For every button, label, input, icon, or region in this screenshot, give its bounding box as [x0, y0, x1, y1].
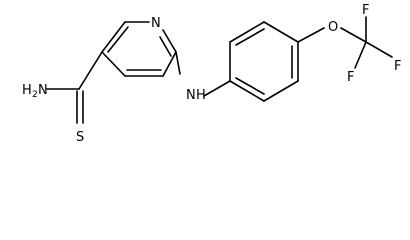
structure-canvas: N N H H N 2 S O F F F [22, 3, 401, 145]
amide-subscript-label: 2 [32, 90, 38, 100]
thione-sulfur-label: S [76, 130, 84, 145]
amide-nitrogen-label: N [38, 83, 48, 98]
molecule-diagram: N N H H N 2 S O F F F [22, 3, 401, 145]
amine-linkage [175, 51, 231, 97]
amine-nitrogen-label: N [186, 88, 196, 103]
fluorine-top-label: F [362, 3, 369, 18]
amine-hydrogen-label: H [196, 88, 206, 103]
thioamide-group [46, 51, 103, 124]
fluorine-bottom-label: F [347, 70, 354, 85]
pyridine-nitrogen-label: N [151, 16, 161, 31]
phenyl-ring [229, 21, 299, 102]
amide-hydrogen-label: H [22, 83, 32, 98]
pyridine-ring [101, 21, 177, 77]
fluorine-right-label: F [394, 59, 401, 74]
trifluoromethoxy-group [297, 16, 393, 69]
ether-oxygen-label: O [328, 20, 338, 35]
